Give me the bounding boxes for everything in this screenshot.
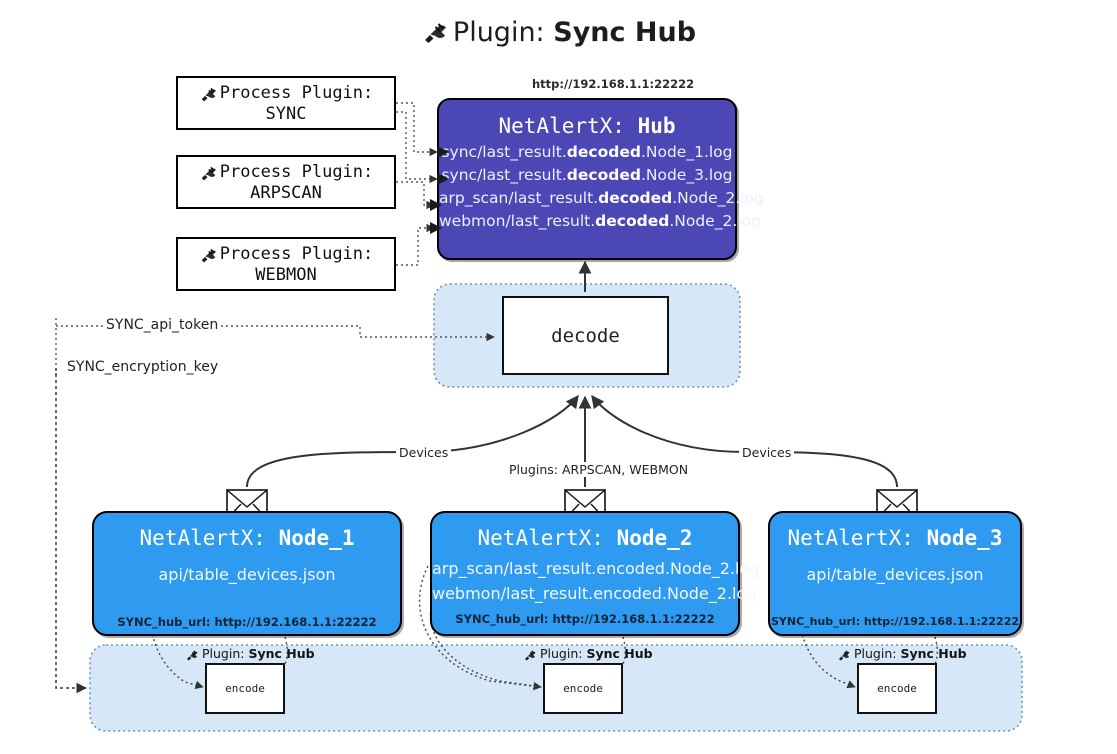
- hub-url-label: http://192.168.1.1:22222: [532, 77, 695, 91]
- encoder-plugin-name: Sync Hub: [900, 646, 967, 661]
- node-name: Node_2: [616, 526, 693, 550]
- edge-sync2-to-hub: [396, 111, 438, 184]
- encoder-plugin-label-3: Plugin: Sync Hub: [837, 646, 967, 661]
- process-plugin-box-arpscan[interactable]: Process Plugin: ARPSCAN: [176, 155, 396, 209]
- node-footer: SYNC_hub_url: http://192.168.1.1:22222: [770, 615, 1020, 628]
- encoder-plugin-label-2: Plugin: Sync Hub: [523, 646, 653, 661]
- plug-icon: [185, 647, 199, 661]
- hub-log-line-1: sync/last_result.decoded.Node_1.log: [441, 143, 733, 161]
- node-box-node1[interactable]: NetAlertX: Node_1 api/table_devices.json…: [92, 511, 402, 636]
- encoder-plugin-name: Sync Hub: [248, 646, 315, 661]
- decode-label: decode: [551, 324, 620, 347]
- plug-icon: [199, 244, 218, 263]
- process-plugin-label: Process Plugin:: [219, 243, 374, 264]
- encode-label: encode: [563, 682, 603, 695]
- hub-box[interactable]: NetAlertX: Hub sync/last_result.decoded.…: [437, 98, 764, 260]
- node-title: NetAlertX: Node_2: [432, 526, 738, 550]
- edge-label-plugins-center: Plugins: ARPSCAN, WEBMON: [506, 462, 692, 477]
- node-payload-line: api/table_devices.json: [158, 565, 336, 584]
- edge-node2b-to-encode: [429, 597, 542, 688]
- node-title: NetAlertX: Node_3: [770, 526, 1020, 550]
- node-app-name: NetAlertX:: [139, 526, 266, 550]
- node-payload-line: webmon/last_result.encoded.Node_2.log: [432, 584, 757, 603]
- process-plugin-label: Process Plugin:: [219, 161, 374, 182]
- encoder-plugin-label-1: Plugin: Sync Hub: [185, 646, 315, 661]
- node-title: NetAlertX: Node_1: [94, 526, 400, 550]
- hub-title: NetAlertX: Hub: [439, 114, 735, 138]
- node-footer: SYNC_hub_url: http://192.168.1.1:22222: [455, 612, 715, 626]
- process-plugin-name: SYNC: [265, 103, 307, 124]
- page-title-name: Sync Hub: [553, 16, 697, 48]
- node-box-node2[interactable]: NetAlertX: Node_2 arp_scan/last_result.e…: [430, 511, 760, 636]
- hub-log-line-2: sync/last_result.decoded.Node_3.log: [441, 166, 733, 184]
- process-plugin-box-webmon[interactable]: Process Plugin: WEBMON: [176, 237, 396, 291]
- process-plugin-box-sync[interactable]: Process Plugin: SYNC: [176, 76, 396, 130]
- encode-box-2[interactable]: encode: [543, 663, 623, 714]
- edge-arpscan-to-hub: [396, 181, 435, 210]
- edge-webmon-to-hub: [396, 223, 435, 266]
- edge-encryption-key: [55, 368, 88, 694]
- encode-box-3[interactable]: encode: [857, 663, 937, 714]
- hub-log-line-4: webmon/last_result.decoded.Node_2.log: [439, 212, 761, 230]
- decode-box[interactable]: decode: [502, 296, 669, 375]
- plug-icon: [199, 83, 218, 102]
- process-plugin-name: ARPSCAN: [250, 182, 322, 203]
- hub-name: Hub: [637, 114, 676, 138]
- edge-sync-to-hub: [396, 102, 438, 157]
- secret-label-api-token: SYNC_api_token: [103, 317, 222, 333]
- encoder-plugin-prefix: Plugin:: [854, 646, 897, 661]
- encoder-plugin-prefix: Plugin:: [540, 646, 583, 661]
- node-app-name: NetAlertX:: [787, 526, 914, 550]
- node-payload-line: api/table_devices.json: [806, 565, 984, 584]
- encode-box-1[interactable]: encode: [205, 663, 285, 714]
- plug-icon: [421, 16, 449, 48]
- encode-label: encode: [877, 682, 917, 695]
- page-title-prefix: Plugin:: [452, 16, 545, 48]
- node-app-name: NetAlertX:: [477, 526, 604, 550]
- secret-label-encryption-key: SYNC_encryption_key: [64, 359, 222, 375]
- encoder-plugin-name: Sync Hub: [586, 646, 653, 661]
- process-plugin-name: WEBMON: [255, 264, 317, 285]
- page-title: Plugin: Sync Hub: [0, 16, 1117, 48]
- hub-log-line-3: arp_scan/last_result.decoded.Node_2.log: [439, 189, 764, 207]
- node-name: Node_3: [926, 526, 1003, 550]
- plug-icon: [523, 647, 537, 661]
- hub-app-name: NetAlertX:: [498, 114, 625, 138]
- node-payload-line: arp_scan/last_result.encoded.Node_2.log: [432, 559, 760, 578]
- process-plugin-label: Process Plugin:: [219, 82, 374, 103]
- node-name: Node_1: [278, 526, 355, 550]
- encode-label: encode: [225, 682, 265, 695]
- node-footer: SYNC_hub_url: http://192.168.1.1:22222: [117, 615, 377, 629]
- edge-node3-to-encode: [798, 565, 856, 689]
- node-box-node3[interactable]: NetAlertX: Node_3 api/table_devices.json…: [768, 511, 1022, 636]
- plug-icon: [199, 162, 218, 181]
- plug-icon: [837, 647, 851, 661]
- edge-label-devices-right: Devices: [739, 445, 795, 460]
- edge-label-devices-left: Devices: [396, 445, 452, 460]
- encoder-plugin-prefix: Plugin:: [202, 646, 245, 661]
- edge-node2a-to-encode: [418, 565, 542, 691]
